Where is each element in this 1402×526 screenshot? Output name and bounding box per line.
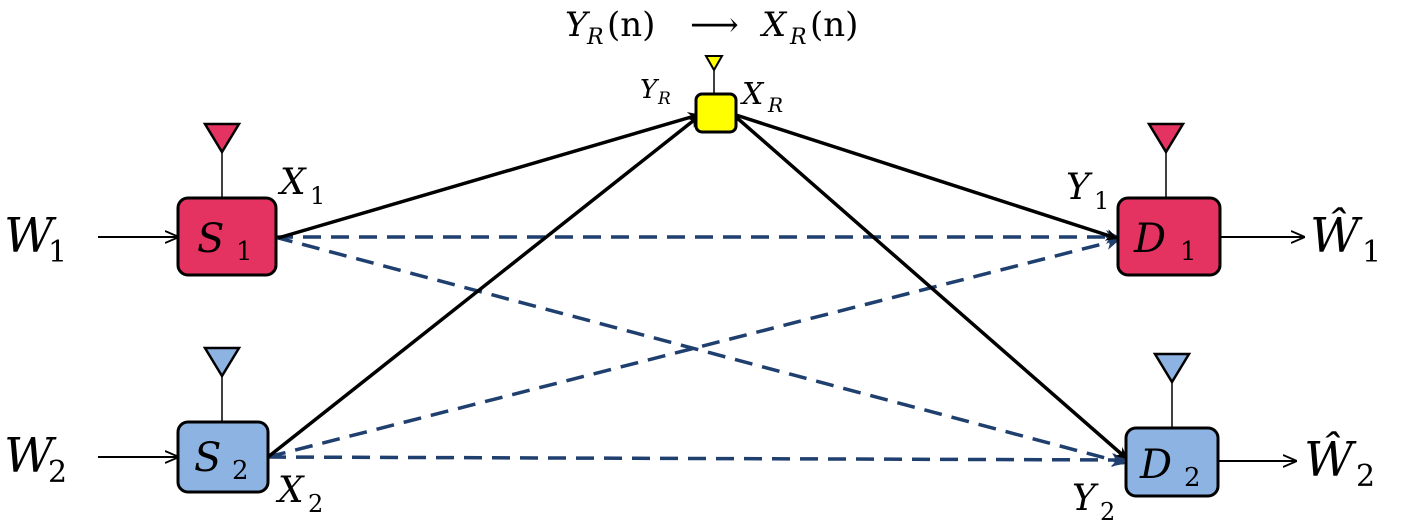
d2-label-sub: 2 bbox=[1184, 463, 1201, 493]
header-right-main: X bbox=[759, 5, 788, 45]
destination-node-d1 bbox=[1116, 196, 1222, 277]
header-left-sub: R bbox=[586, 25, 604, 50]
relay-output-label-sub: R bbox=[767, 93, 783, 117]
direct-link-s1-d2 bbox=[274, 235, 1126, 467]
w2-hat-output-main: Ŵ bbox=[1304, 430, 1357, 488]
d2-label-main: D bbox=[1139, 442, 1172, 488]
source-node-s2 bbox=[176, 420, 270, 494]
header-left-main: Y bbox=[565, 5, 591, 45]
w2-hat-output-sub: 2 bbox=[1356, 459, 1375, 494]
y1-label-main: Y bbox=[1066, 167, 1093, 208]
header-right-sub: R bbox=[789, 25, 807, 50]
w1-hat-output-sub: 1 bbox=[1362, 235, 1381, 270]
w1-input-sub: 1 bbox=[48, 235, 67, 270]
s2-label-sub: 2 bbox=[232, 456, 249, 486]
header-right-arg: (n) bbox=[810, 5, 858, 45]
link-s2-relay bbox=[266, 115, 700, 459]
w2-input-main: W bbox=[4, 428, 57, 484]
w1-input-main: W bbox=[4, 208, 57, 264]
x1-label-sub: 1 bbox=[310, 182, 325, 210]
relay-output-label-main: X bbox=[740, 77, 765, 112]
w1-hat-output-main: Ŵ bbox=[1310, 206, 1363, 264]
antenna-icon-relay bbox=[704, 55, 724, 73]
direct-link-s2-d2 bbox=[267, 452, 1126, 467]
antenna-icon-s2 bbox=[202, 346, 242, 379]
y2-label-sub: 2 bbox=[1100, 498, 1115, 526]
relay-node bbox=[694, 92, 738, 134]
antenna-icon-d1 bbox=[1146, 122, 1186, 155]
relay-input-label-main: Y bbox=[640, 75, 660, 105]
relay-function-label: Y R (n) ⟶ X R (n) bbox=[565, 5, 858, 50]
w2-input-sub: 2 bbox=[48, 455, 67, 490]
s1-label-main: S bbox=[197, 216, 224, 262]
s1-label-sub: 1 bbox=[236, 237, 253, 267]
link-relay-d2 bbox=[734, 115, 1128, 460]
header-arrow: ⟶ bbox=[690, 5, 739, 45]
destination-node-d2 bbox=[1124, 426, 1220, 498]
direct-link-s2-d1 bbox=[267, 236, 1120, 459]
antenna-icon-d2 bbox=[1152, 352, 1192, 385]
source-node-s1 bbox=[176, 196, 278, 277]
d1-label-main: D bbox=[1133, 216, 1166, 262]
y2-label-main: Y bbox=[1072, 478, 1099, 519]
d1-label-sub: 1 bbox=[1180, 237, 1197, 267]
s2-label-main: S bbox=[194, 435, 221, 481]
x1-label-main: X bbox=[277, 162, 307, 203]
header-left-arg: (n) bbox=[607, 5, 655, 45]
link-relay-d1 bbox=[735, 113, 1118, 241]
antenna-icon-s1 bbox=[202, 122, 242, 155]
x2-label-sub: 2 bbox=[308, 490, 323, 518]
link-s1-relay bbox=[277, 112, 700, 240]
x2-label-main: X bbox=[275, 470, 305, 511]
y1-label-sub: 1 bbox=[1094, 187, 1109, 215]
relay-input-label-sub: R bbox=[657, 89, 671, 109]
